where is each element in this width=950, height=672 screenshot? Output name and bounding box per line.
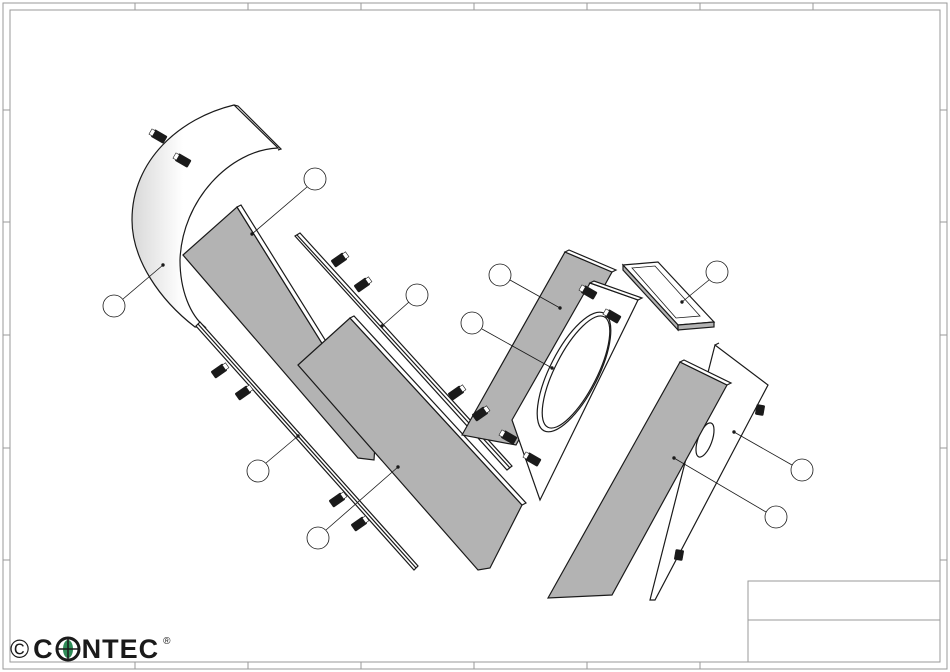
brand-name: C NTEC — [33, 636, 159, 663]
balloon-8 — [681, 261, 728, 303]
title-block — [748, 581, 940, 662]
screw — [351, 515, 370, 531]
copyright-symbol: © — [10, 636, 29, 662]
globe-icon — [55, 636, 81, 662]
balloon-2 — [251, 168, 326, 235]
balloon-4 — [247, 435, 299, 482]
contec-logo: © C NTEC ® — [10, 632, 171, 666]
drawing-frame — [3, 3, 947, 669]
balloon-1 — [103, 264, 164, 317]
brand-prefix: C — [33, 636, 54, 663]
screw — [331, 251, 350, 267]
screw — [235, 384, 254, 400]
balloon-9 — [733, 431, 813, 481]
screw — [755, 404, 765, 415]
screw — [354, 276, 373, 292]
balloon-3 — [381, 284, 428, 327]
registered-mark: ® — [163, 636, 170, 647]
brand-suffix: NTEC — [82, 636, 160, 663]
screw — [329, 491, 348, 507]
screw — [674, 549, 684, 560]
screw — [448, 384, 467, 400]
screw — [148, 128, 167, 143]
screw — [211, 362, 230, 378]
